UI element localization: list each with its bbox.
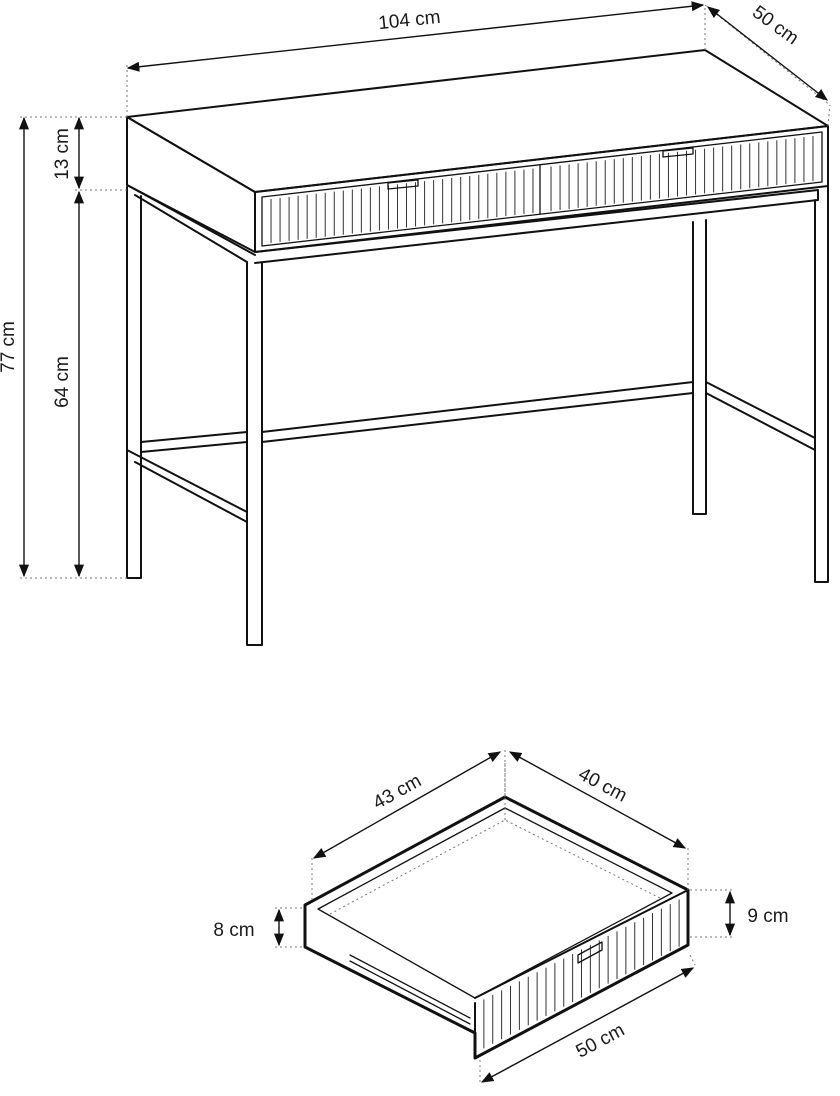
drawer-outer-depth-label: 40 cm <box>575 764 631 807</box>
stretcher-side-right <box>705 381 816 451</box>
drawer-front-width-label: 50 cm <box>573 1020 629 1063</box>
frame-side-rail <box>126 184 256 263</box>
desk-apron-side <box>126 116 256 253</box>
stretcher-front <box>261 381 694 443</box>
drawer-front-fluting <box>483 899 680 1049</box>
dim-arrow-width <box>126 1 705 72</box>
dim-arrow-drawer-front-width <box>480 967 695 1083</box>
desk-top-height-label: 13 cm <box>52 128 73 180</box>
drawer-back-height-label: 8 cm <box>213 920 254 941</box>
drawer-box-outline <box>303 795 690 1060</box>
drawer-runner <box>349 954 471 1025</box>
stretcher-back <box>140 431 248 453</box>
desk-apron-front <box>254 125 829 253</box>
desk-depth-label: 50 cm <box>748 2 802 49</box>
desk-total-height-label: 77 cm <box>0 321 19 373</box>
drawer-fluting <box>270 136 814 243</box>
leg-front-left <box>246 261 263 646</box>
frame-top-rail <box>254 189 819 264</box>
drawer-inner-rim <box>317 807 673 999</box>
drawer-handle-left <box>387 179 419 190</box>
drawer-illustration: 43 cm 40 cm 8 cm 9 cm 50 cm <box>213 750 789 1085</box>
drawer-fronts-outline <box>261 131 823 247</box>
leg-back-right <box>692 219 707 515</box>
desk-width-label: 104 cm <box>377 7 441 34</box>
dim-arrow-drawer-outer-depth <box>508 751 687 849</box>
stretcher-side-left <box>126 449 248 523</box>
desk-illustration: 104 cm 50 cm 77 cm 13 cm 64 cm <box>0 1 831 646</box>
leg-back-left <box>126 186 142 579</box>
leg-front-right <box>814 186 829 583</box>
drawer-dim-guides <box>275 750 735 1085</box>
drawer-front-height-label: 9 cm <box>747 906 788 927</box>
drawer-handle-right <box>662 147 694 158</box>
drawer-handle <box>577 941 603 964</box>
drawer-outer-width-label: 43 cm <box>370 770 425 813</box>
dim-arrow-depth <box>707 6 828 101</box>
dim-arrow-drawer-outer-width <box>312 751 502 859</box>
desk-leg-height-label: 64 cm <box>52 356 73 408</box>
